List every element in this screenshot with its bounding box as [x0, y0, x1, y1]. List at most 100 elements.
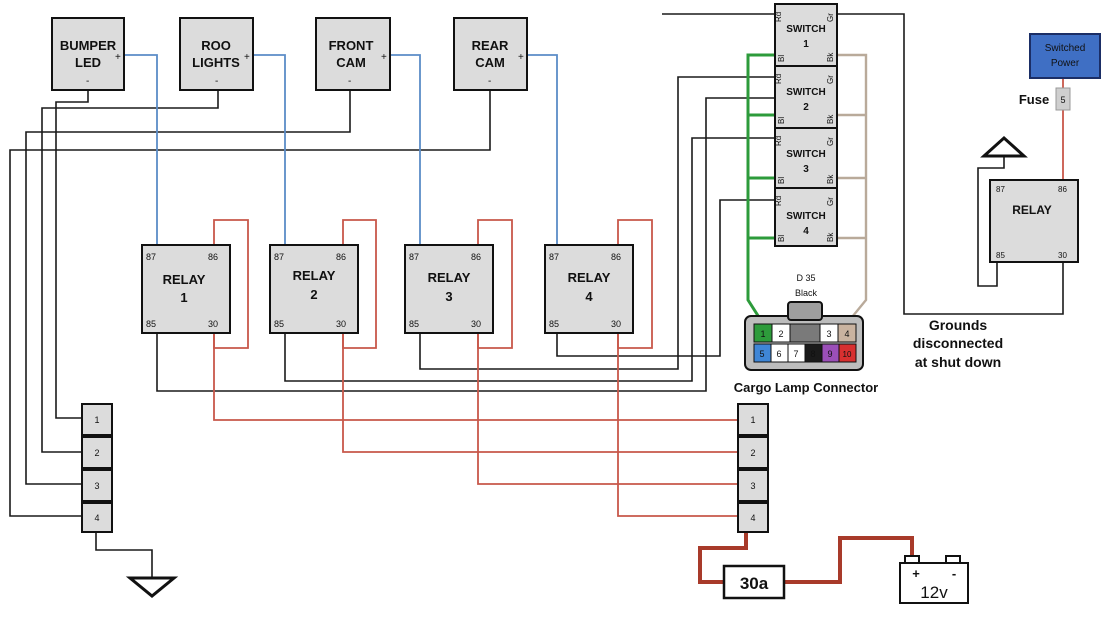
- svg-text:85: 85: [996, 251, 1005, 260]
- svg-text:LED: LED: [75, 55, 101, 70]
- inline-fuse-30a: 30a: [722, 564, 786, 600]
- svg-text:30a: 30a: [740, 574, 769, 593]
- svg-text:3: 3: [803, 164, 809, 175]
- svg-text:Bk: Bk: [826, 174, 835, 184]
- svg-text:86: 86: [336, 252, 346, 262]
- svg-text:Bl: Bl: [777, 177, 786, 184]
- svg-text:SWITCH: SWITCH: [786, 149, 825, 160]
- svg-text:4: 4: [803, 226, 809, 237]
- relay-4: 87 86 RELAY 4 85 30: [544, 244, 634, 334]
- svg-text:8: 8: [810, 349, 815, 359]
- svg-text:30: 30: [1058, 251, 1067, 260]
- svg-text:1: 1: [750, 415, 755, 425]
- svg-text:REAR: REAR: [472, 38, 509, 53]
- svg-text:2: 2: [803, 102, 809, 113]
- left-terminal-block: 1 2 3 4: [81, 403, 113, 533]
- svg-text:-: -: [215, 76, 218, 87]
- svg-text:+: +: [381, 52, 387, 63]
- svg-text:D 35: D 35: [796, 273, 815, 283]
- cargo-lamp-connector: D 35 Black 1 2 3 4 5 6 7 8 9 10 Cargo La…: [734, 273, 878, 395]
- switch-2: Rd Gr SWITCH 2 Bl Bk: [774, 65, 838, 129]
- svg-text:ROO: ROO: [201, 38, 231, 53]
- svg-text:4: 4: [585, 289, 593, 304]
- svg-text:87: 87: [549, 252, 559, 262]
- fuse: Fuse 5: [1019, 87, 1071, 111]
- svg-text:+: +: [115, 52, 121, 63]
- svg-text:RELAY: RELAY: [428, 270, 471, 285]
- blue-wires: [124, 54, 558, 245]
- svg-text:Bl: Bl: [777, 117, 786, 124]
- svg-text:Switched: Switched: [1045, 43, 1086, 54]
- device-rear-cam: REAR CAM + -: [453, 17, 528, 91]
- svg-text:86: 86: [611, 252, 621, 262]
- relay-3: 87 86 RELAY 3 85 30: [404, 244, 494, 334]
- svg-text:RELAY: RELAY: [1012, 203, 1052, 217]
- svg-text:1: 1: [760, 329, 765, 339]
- switch-3: Rd Gr SWITCH 3 Bl Bk: [774, 127, 838, 189]
- svg-text:Power: Power: [1051, 58, 1080, 69]
- svg-text:+: +: [518, 52, 524, 63]
- svg-text:4: 4: [750, 513, 755, 523]
- svg-text:Rd: Rd: [774, 136, 783, 146]
- device-bumper-led: BUMPER LED + -: [51, 17, 125, 91]
- power-arrow-icon: [980, 135, 1028, 158]
- svg-text:87: 87: [274, 252, 284, 262]
- svg-text:Gr: Gr: [826, 137, 835, 146]
- grounds-note: Grounds disconnected at shut down: [913, 317, 1003, 370]
- svg-text:30: 30: [611, 319, 621, 329]
- green-wire: [746, 53, 775, 323]
- svg-text:2: 2: [310, 287, 317, 302]
- svg-text:30: 30: [336, 319, 346, 329]
- svg-text:FRONT: FRONT: [329, 38, 374, 53]
- svg-text:-: -: [348, 76, 351, 87]
- svg-text:-: -: [86, 76, 89, 87]
- svg-text:CAM: CAM: [475, 55, 505, 70]
- svg-text:RELAY: RELAY: [163, 272, 206, 287]
- svg-text:-: -: [952, 566, 956, 581]
- svg-text:1: 1: [180, 290, 187, 305]
- svg-text:4: 4: [844, 329, 849, 339]
- svg-text:SWITCH: SWITCH: [786, 211, 825, 222]
- svg-text:86: 86: [471, 252, 481, 262]
- switch-1: Rd Gr SWITCH 1 Bl Bk: [774, 3, 838, 67]
- svg-text:SWITCH: SWITCH: [786, 87, 825, 98]
- relay-1: 87 86 RELAY 1 85 30: [141, 244, 231, 334]
- svg-text:Bk: Bk: [826, 52, 835, 62]
- ground-icon: [125, 576, 179, 598]
- svg-text:disconnected: disconnected: [913, 335, 1003, 351]
- svg-text:86: 86: [1058, 185, 1067, 194]
- svg-text:LIGHTS: LIGHTS: [192, 55, 240, 70]
- relay-2: 87 86 RELAY 2 85 30: [269, 244, 359, 334]
- svg-text:Bl: Bl: [777, 55, 786, 62]
- svg-text:30: 30: [208, 319, 218, 329]
- svg-text:-: -: [488, 76, 491, 87]
- svg-text:4: 4: [94, 513, 99, 523]
- svg-text:5: 5: [759, 349, 764, 359]
- svg-text:Rd: Rd: [774, 74, 783, 84]
- main-relay: 87 86 RELAY 85 30: [989, 179, 1079, 263]
- svg-text:RELAY: RELAY: [568, 270, 611, 285]
- red-wires: [213, 78, 1064, 517]
- svg-text:87: 87: [146, 252, 156, 262]
- svg-text:10: 10: [843, 350, 852, 359]
- svg-text:3: 3: [826, 329, 831, 339]
- svg-text:3: 3: [750, 481, 755, 491]
- svg-text:Gr: Gr: [826, 197, 835, 206]
- svg-text:+: +: [912, 566, 920, 581]
- svg-text:2: 2: [778, 329, 783, 339]
- svg-text:2: 2: [750, 448, 755, 458]
- switch-4: Rd Gr SWITCH 4 Bl Bk: [774, 187, 838, 247]
- svg-text:85: 85: [146, 319, 156, 329]
- svg-text:Fuse: Fuse: [1019, 92, 1049, 107]
- tan-wire: [837, 53, 868, 323]
- svg-text:Bk: Bk: [826, 114, 835, 124]
- svg-text:Rd: Rd: [774, 196, 783, 206]
- svg-text:Cargo Lamp Connector: Cargo Lamp Connector: [734, 380, 878, 395]
- svg-text:Grounds: Grounds: [929, 317, 988, 333]
- svg-text:3: 3: [445, 289, 452, 304]
- device-front-cam: FRONT CAM + -: [315, 17, 391, 91]
- battery-wires: [698, 532, 914, 584]
- svg-text:RELAY: RELAY: [293, 268, 336, 283]
- svg-text:6: 6: [776, 349, 781, 359]
